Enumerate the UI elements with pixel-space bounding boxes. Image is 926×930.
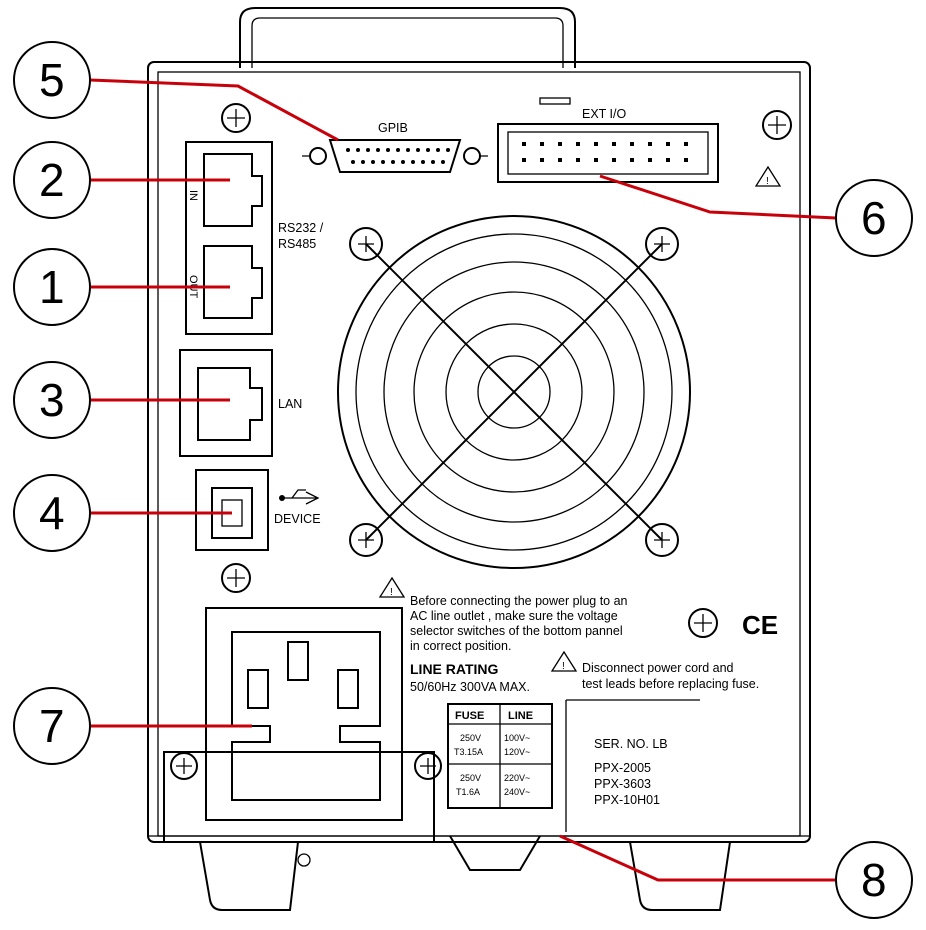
screw-icon [221,103,251,133]
screw-icon [170,752,198,780]
ext-io-label: EXT I/O [582,107,627,121]
callout-2: 2 [13,141,91,219]
usb-device-port [195,469,269,551]
warning-icon: ! [378,576,406,598]
line-cell: 240V~ [504,787,530,797]
line-rating-title: LINE RATING [410,661,499,677]
fuse-cell: 250V [460,733,481,743]
usb-icon [279,489,320,505]
warning-icon: ! [754,165,782,187]
svg-text:6: 6 [861,192,887,244]
cooling-fan [337,215,691,569]
callout-4: 4 [13,474,91,552]
fuse-cell: T1.6A [456,787,480,797]
svg-text:4: 4 [39,487,65,539]
svg-text:2: 2 [39,154,65,206]
svg-text:5: 5 [39,54,65,106]
lan-label: LAN [278,397,302,411]
svg-text:!: ! [390,587,393,598]
carry-handle [239,7,576,68]
fuse-table [447,703,553,809]
line-rating-value: 50/60Hz 300VA MAX. [410,680,530,694]
fuse-warning-line-1: Disconnect power cord and [582,661,734,675]
model-item: PPX-10H01 [594,793,660,807]
gpib-connector [302,139,488,173]
callout-lines [89,78,837,882]
callout-7: 7 [13,687,91,765]
warning-line-3: selector switches of the bottom pannel [410,624,623,638]
serial-label: SER. NO. LB [594,737,668,751]
warning-line-2: AC line outlet , make sure the voltage [410,609,618,623]
mount-hole [297,853,311,867]
ac-inlet [163,607,435,843]
fuse-header: FUSE [455,710,484,722]
callout-3: 3 [13,361,91,439]
screw-icon [221,563,251,593]
warning-line-1: Before connecting the power plug to an [410,594,628,608]
rs-port-panel [185,141,273,335]
serial-plate [565,699,700,832]
warning-line-4: in correct position. [410,639,511,653]
callout-1: 1 [13,248,91,326]
screw-icon [688,608,718,638]
foot-center [449,835,541,871]
model-item: PPX-3603 [594,777,651,791]
rs485-label: RS485 [278,237,316,251]
in-label: IN [187,190,199,201]
line-cell: 220V~ [504,773,530,783]
lan-port [179,349,273,457]
svg-text:8: 8 [861,854,887,906]
screw-icon [414,752,442,780]
model-item: PPX-2005 [594,761,651,775]
chassis [147,61,811,843]
callout-6: 6 [835,179,913,257]
screw-icon [762,110,792,140]
fuse-cell: T3.15A [454,747,483,757]
callout-5: 5 [13,41,91,119]
svg-text:!: ! [562,661,565,672]
svg-text:1: 1 [39,261,65,313]
svg-text:!: ! [766,176,769,187]
gpib-label: GPIB [378,121,408,135]
ext-io-connector [497,97,719,183]
device-label: DEVICE [274,512,321,526]
line-cell: 120V~ [504,747,530,757]
line-header: LINE [508,710,533,722]
rs232-label: RS232 / [278,221,324,235]
fuse-warning-line-2: test leads before replacing fuse. [582,677,759,691]
fuse-cell: 250V [460,773,481,783]
ce-mark: CE [742,610,778,640]
svg-text:3: 3 [39,374,65,426]
line-cell: 100V~ [504,733,530,743]
foot-right [629,841,731,911]
foot-left [199,841,299,911]
callout-8: 8 [835,841,913,919]
warning-icon: ! [550,650,578,672]
svg-text:7: 7 [39,700,65,752]
